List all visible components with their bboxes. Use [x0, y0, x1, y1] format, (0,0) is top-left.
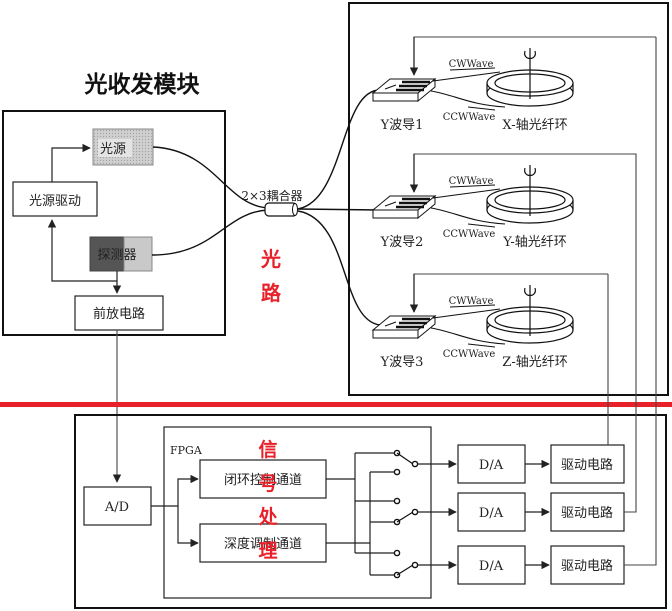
switch-pole: [411, 508, 419, 516]
driver-box: [550, 545, 625, 585]
driver-feedback-y: [620, 153, 637, 513]
signal-processing-label-3: 处: [257, 505, 278, 528]
y-waveguide-chip: [371, 314, 437, 340]
switch-arm: [396, 452, 414, 465]
y-waveguide-label: Y波导1: [380, 118, 424, 133]
ccw-wave-label: CCWWave: [443, 349, 496, 360]
y-waveguide-label: Y波导3: [380, 355, 424, 370]
fiber-coupler-gyro1: [297, 89, 381, 210]
fiber-coil: [486, 48, 574, 107]
fiber-coil: [486, 165, 574, 224]
closed-loop-channel-label: 闭环控制通道: [224, 473, 302, 488]
driver-label: 驱动电路: [561, 505, 613, 521]
driver-label: 驱动电路: [561, 558, 613, 574]
fiber-coil-label: Z-轴光纤环: [502, 355, 567, 370]
dac-label: D/A: [479, 506, 504, 521]
dac-box: [457, 545, 526, 585]
output-chain-3: D/A 驱动电路: [418, 545, 625, 585]
fiber-coupler-gyro2: [297, 208, 381, 211]
switch-arm: [396, 511, 414, 523]
dac-box: [457, 444, 526, 484]
dac-label: D/A: [479, 559, 504, 574]
light-source-driver-label: 光源驱动: [29, 194, 81, 209]
optical-path-label-1: 光: [260, 247, 281, 271]
y-waveguide-label: Y波导2: [380, 235, 424, 250]
light-source-label: 光源: [100, 142, 126, 157]
fiber-source-coupler: [152, 146, 269, 209]
signal-processing-box: [74, 414, 667, 609]
coupler-label: 2×3耦合器: [241, 188, 302, 203]
adc-box: [83, 486, 152, 526]
depth-mod-channel-label: 深度调制通道: [224, 536, 302, 552]
y-waveguide-chip: [371, 77, 437, 103]
preamp-label: 前放电路: [93, 306, 145, 322]
switch-pole: [411, 460, 419, 468]
detector: 探测器: [89, 236, 153, 272]
fpga-label: FPGA: [170, 444, 203, 457]
driver-box: [550, 444, 625, 484]
switch-contact: [393, 497, 401, 505]
cw-wave-label: CWWave: [449, 176, 494, 187]
rotation-icon: [524, 50, 536, 60]
fiber-detector-coupler: [151, 209, 269, 256]
feedback-line: [413, 273, 608, 312]
fiber-coil-label: Y-轴光纤环: [502, 235, 567, 250]
switch-matrix: [326, 452, 395, 576]
cw-wave-label: CWWave: [449, 59, 494, 70]
output-chain-2: D/A 驱动电路: [418, 492, 625, 532]
gyro-assembly-box: [348, 2, 669, 396]
switch-contact: [393, 468, 401, 476]
adc-to-depth-mod-arrow: [177, 506, 199, 548]
transceiver-module-box: [2, 110, 226, 336]
driver-to-source-arrow: [51, 143, 91, 182]
optical-path-label-2: 路: [261, 281, 282, 305]
fiber-coil-label: X-轴光纤环: [502, 118, 567, 133]
dac-label: D/A: [479, 458, 504, 473]
module-title: 光收发模块: [84, 71, 200, 98]
driver-feedback-x: [624, 37, 657, 566]
section-divider: [0, 402, 672, 407]
light-source-driver-box: [12, 181, 98, 217]
closed-loop-channel-box: [199, 459, 327, 499]
fiber-coupler-gyro3: [297, 210, 381, 326]
switch-pole: [411, 561, 419, 569]
light-source: 光源: [92, 128, 154, 166]
output-chain-1: D/A 驱动电路: [418, 444, 625, 484]
fiber-coil: [486, 285, 574, 344]
driver-label: 驱动电路: [561, 457, 613, 473]
adc-label: A/D: [104, 500, 129, 515]
switch-contact: [393, 549, 401, 557]
dac-box: [457, 492, 526, 532]
rotation-icon: [524, 287, 536, 297]
cw-wave-label: CWWave: [449, 296, 494, 307]
signal-processing-label-1: 信: [258, 438, 277, 461]
preamp-box: [74, 295, 164, 331]
ccw-wave-label: CCWWave: [443, 112, 496, 123]
signal-processing-label-2: 号: [258, 473, 277, 495]
rotation-icon: [524, 167, 536, 177]
switch-arm: [396, 564, 414, 576]
feedback-line: [413, 153, 620, 192]
signal-processing-label-4: 理: [258, 540, 277, 562]
detector-to-driver-arrow: [47, 219, 118, 282]
adc-to-closed-loop-arrow: [151, 474, 199, 507]
ccw-wave-label: CCWWave: [443, 229, 496, 240]
y-waveguide-chip: [371, 194, 437, 220]
detector-label: 探测器: [97, 248, 136, 263]
